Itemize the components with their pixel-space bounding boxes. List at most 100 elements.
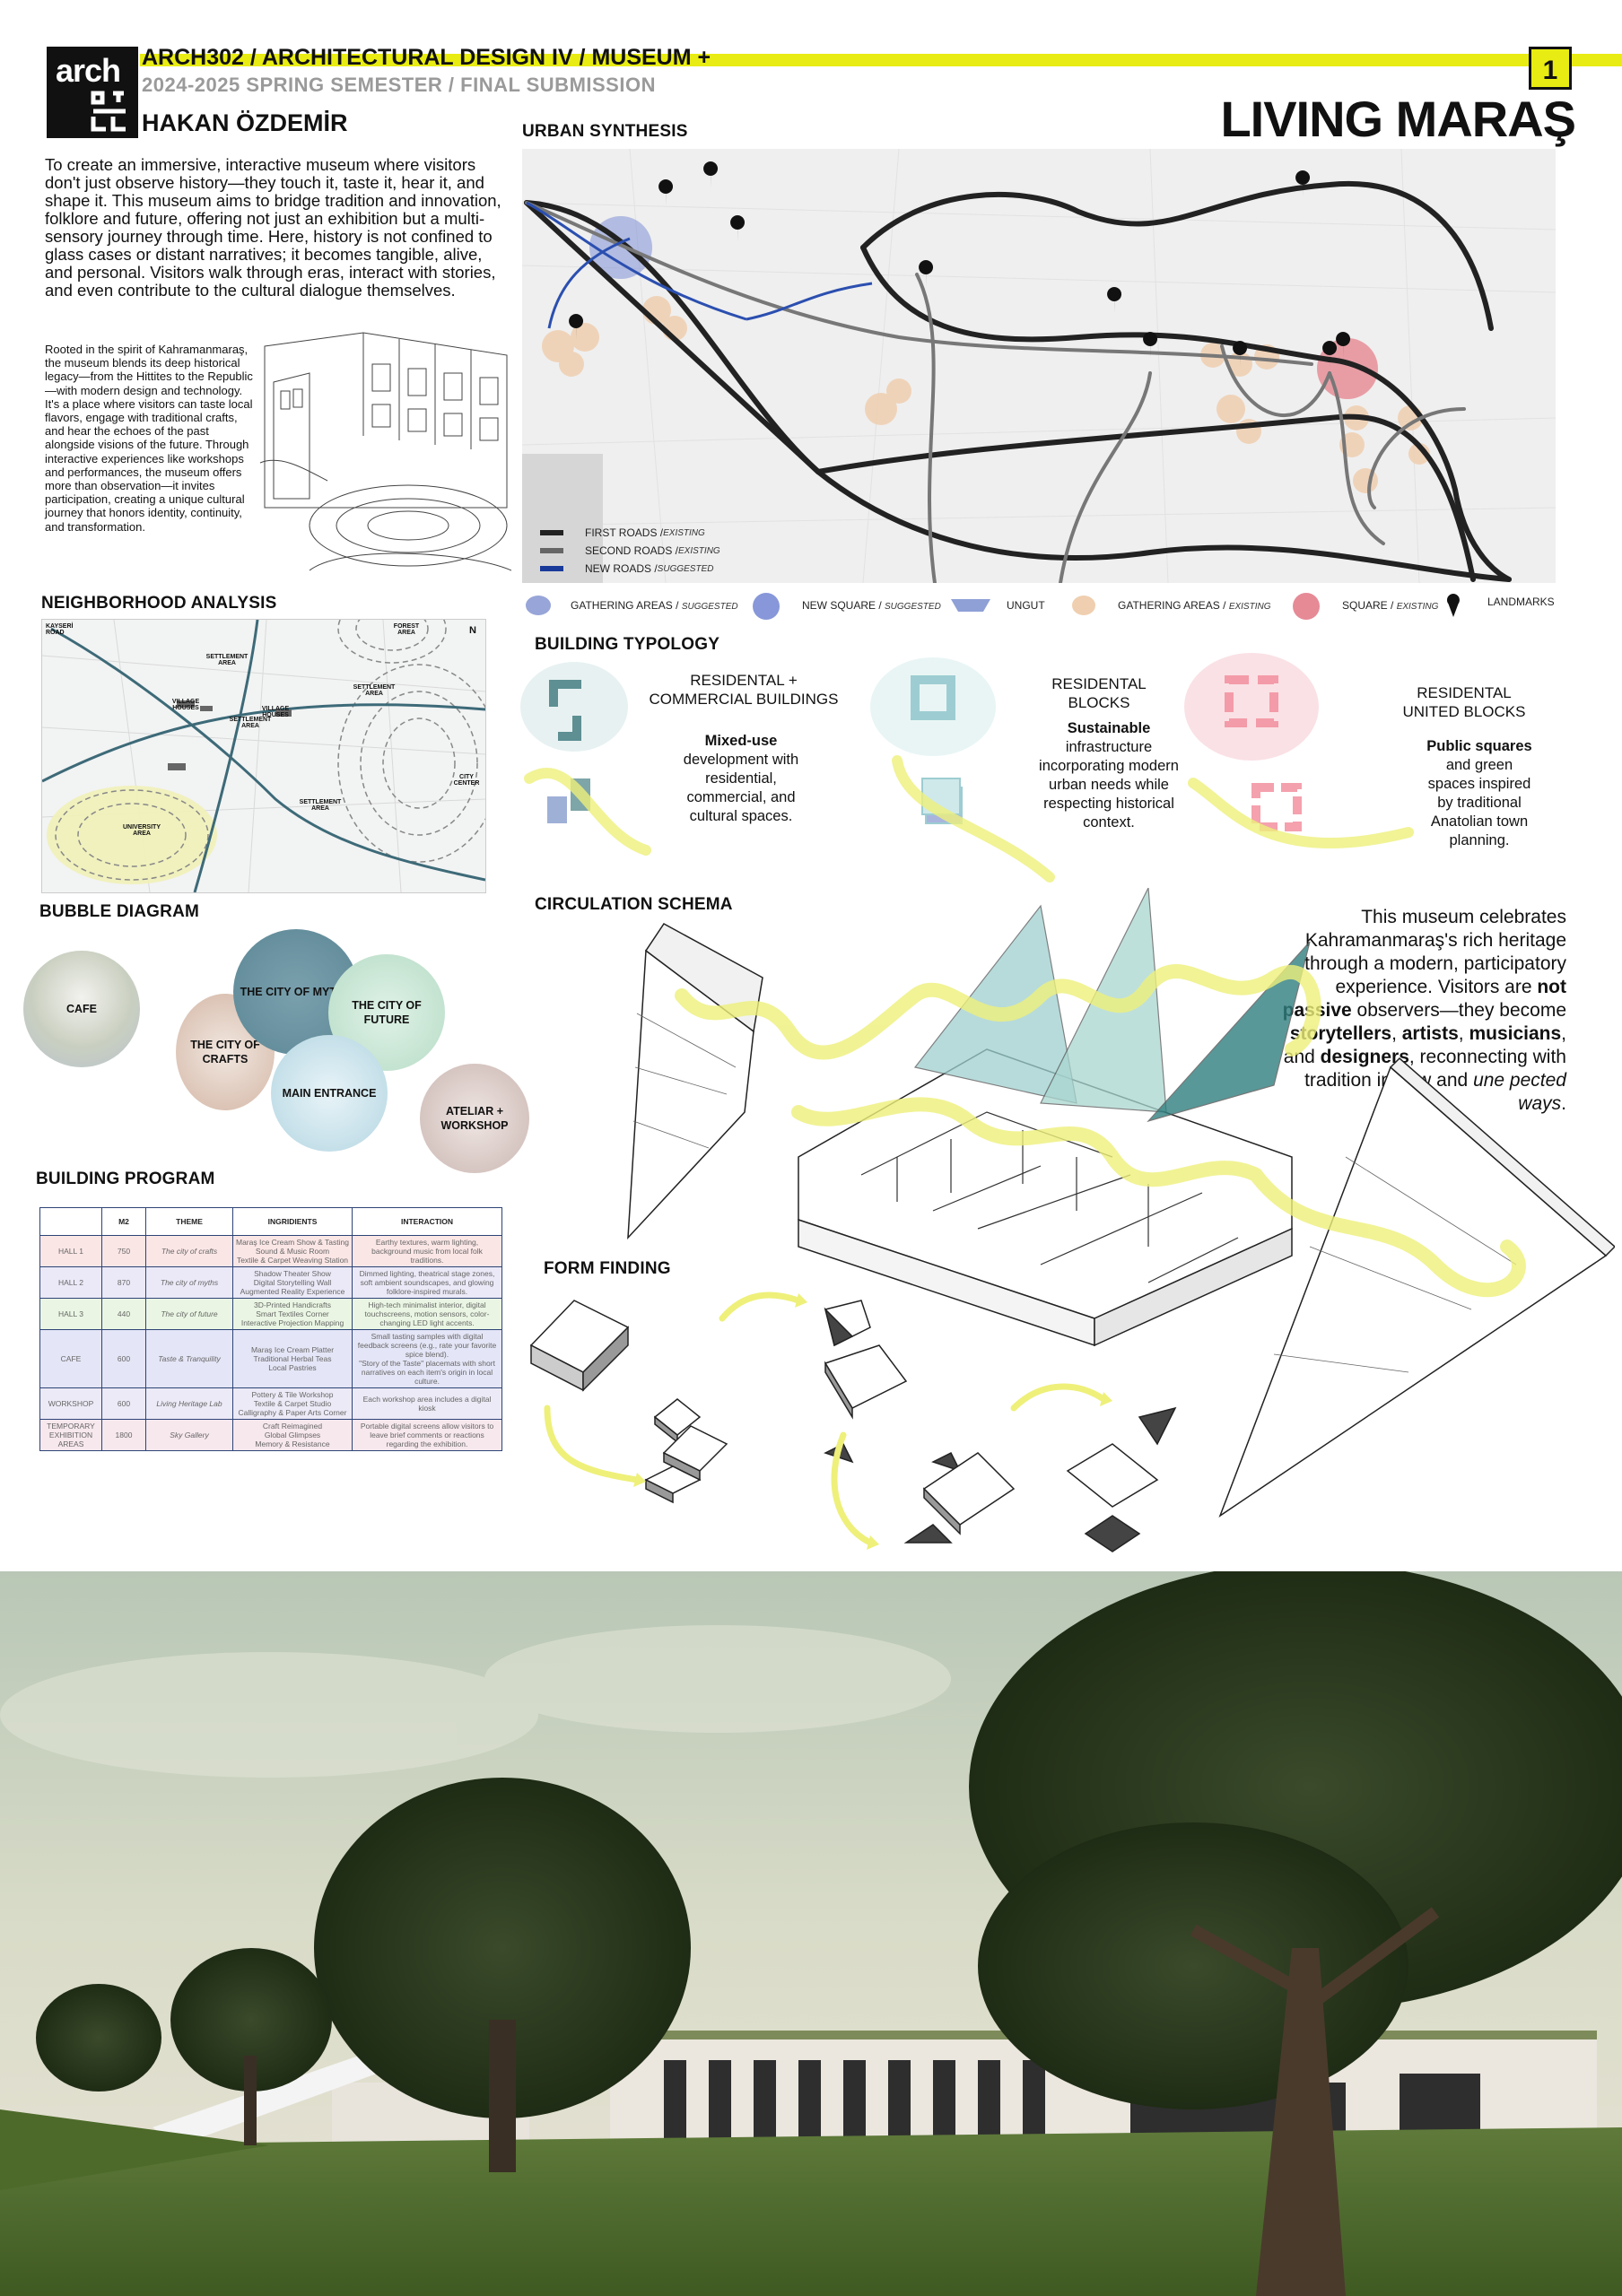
road-legend: FIRST ROADS / EXISTING SECOND ROADS / EX… xyxy=(540,524,720,578)
program-cell-m2: 440 xyxy=(101,1298,146,1330)
program-cell-theme: The city of crafts xyxy=(145,1235,233,1267)
program-cell-interaction: Dimmed lighting, theatrical stage zones,… xyxy=(352,1266,502,1299)
label-forest-area: FOREST AREA xyxy=(393,623,420,636)
ungut-icon xyxy=(951,599,990,612)
typology-bold-1: Mixed-use xyxy=(704,733,778,749)
program-cell-theme: Taste & Tranquility xyxy=(145,1329,233,1388)
label-settlement-area: SETTLEMENT AREA xyxy=(353,684,396,697)
form-finding-diagram xyxy=(529,1292,1177,1552)
legend-landmarks: LANDMARKS xyxy=(1487,596,1555,608)
program-cell-interaction: High-tech minimalist interior, digital t… xyxy=(352,1298,502,1330)
new-square-icon xyxy=(753,593,780,620)
landmark-icon xyxy=(1446,594,1460,617)
typology-desc-3: Public squares and green spaces inspired… xyxy=(1421,737,1538,850)
program-cell-name: TEMPORARY EXHIBITION AREAS xyxy=(39,1419,102,1451)
north-arrow-label: N xyxy=(469,625,476,636)
typology-body-1: development with residential, commercial… xyxy=(683,752,799,824)
circulation-axonometric xyxy=(627,888,1615,1518)
label-village-houses: VILLAGE HOUSES xyxy=(171,699,200,711)
program-cell-m2: 600 xyxy=(101,1387,146,1420)
neighborhood-map: KAYSERİ ROAD FOREST AREA SETTLEMENT AREA… xyxy=(41,594,501,893)
road-legend-label: FIRST ROADS / xyxy=(585,526,664,539)
logo-motif-icon xyxy=(91,91,126,132)
program-title: BUILDING PROGRAM xyxy=(36,1170,215,1188)
urban-map: FIRST ROADS / EXISTING SECOND ROADS / EX… xyxy=(521,148,1557,585)
road-legend-second: SECOND ROADS / EXISTING xyxy=(540,542,720,560)
program-cell-theme: Living Heritage Lab xyxy=(145,1387,233,1420)
label-settlement-area: SETTLEMENT AREA xyxy=(299,799,342,812)
neighborhood-title: NEIGHBORHOOD ANALYSIS xyxy=(41,594,277,613)
typology-diagrams xyxy=(520,653,1414,883)
program-cell-ingredients: Maraş Ice Cream Show & Tasting Sound & M… xyxy=(232,1235,353,1267)
logo-word: arch xyxy=(56,52,121,89)
road-legend-label: SECOND ROADS / xyxy=(585,544,679,557)
urban-synthesis-title: URBAN SYNTHESIS xyxy=(522,122,688,141)
program-cell-name: HALL 1 xyxy=(39,1235,102,1267)
program-cell-ingredients: Shadow Theater Show Digital Storytelling… xyxy=(232,1266,353,1299)
program-cell-theme: The city of future xyxy=(145,1298,233,1330)
arch-logo: arch xyxy=(47,47,138,138)
program-cell-interaction: Each workshop area includes a digital ki… xyxy=(352,1387,502,1420)
urban-legend: GATHERING AREAS / SUGGESTED NEW SQUARE /… xyxy=(524,592,1556,620)
program-cell-name: HALL 3 xyxy=(39,1298,102,1330)
program-cell-theme: The city of myths xyxy=(145,1266,233,1299)
typology-bold-2: Sustainable xyxy=(1067,720,1151,736)
label-university-area: UNIVERSITY AREA xyxy=(122,824,161,837)
gathering-existing-icon xyxy=(1072,596,1095,615)
program-col-header: INGRIDIENTS xyxy=(232,1207,353,1236)
legend-square: SQUARE / EXISTING xyxy=(1342,599,1439,612)
program-cell-m2: 870 xyxy=(101,1266,146,1299)
circulation-title: CIRCULATION SCHEMA xyxy=(535,895,733,914)
bubble-ateliar-workshop: ATELIAR + WORKSHOP xyxy=(420,1064,529,1173)
bubble-cafe: CAFE xyxy=(23,951,140,1067)
road-legend-tag: EXISTING xyxy=(663,527,705,538)
legend-ungut: UNGUT xyxy=(1007,599,1045,612)
program-cell-ingredients: Craft Reimagined Global Glimpses Memory … xyxy=(232,1419,353,1451)
circulation-text-part: observers—they become xyxy=(1351,1000,1566,1021)
program-col-header: INTERACTION xyxy=(352,1207,502,1236)
circulation-text-part: musicians xyxy=(1469,1023,1562,1044)
semester-label: 2024-2025 SPRING SEMESTER / FINAL SUBMIS… xyxy=(142,74,656,96)
square-icon xyxy=(1293,593,1320,620)
legend-gathering-suggested: GATHERING AREAS / SUGGESTED xyxy=(571,599,738,612)
road-legend-tag: EXISTING xyxy=(678,545,720,556)
gathering-suggested-icon xyxy=(526,596,551,615)
typology-name-2: RESIDENTAL BLOCKS xyxy=(1051,675,1147,711)
program-cell-name: WORKSHOP xyxy=(39,1387,102,1420)
program-col-header xyxy=(39,1207,102,1236)
program-cell-theme: Sky Gallery xyxy=(145,1419,233,1451)
road-legend-tag: SUGGESTED xyxy=(657,563,714,574)
label-village-houses: VILLAGE HOUSES xyxy=(261,706,290,718)
program-header-row: M2 THEME INGRIDIENTS INTERACTION xyxy=(39,1207,502,1236)
program-cell-interaction: Earthy textures, warm lighting, backgrou… xyxy=(352,1235,502,1267)
program-cell-interaction: Small tasting samples with digital feedb… xyxy=(352,1329,502,1388)
circulation-text-part: artists xyxy=(1401,1023,1459,1044)
author-name: HAKAN ÖZDEMİR xyxy=(142,109,348,136)
context-paragraph: Rooted in the spirit of Kahramanmaraş, t… xyxy=(45,343,253,534)
museum-sketch xyxy=(259,332,511,571)
road-legend-first: FIRST ROADS / EXISTING xyxy=(540,524,720,542)
typology-name-1: RESIDENTAL + COMMERCIAL BUILDINGS xyxy=(649,672,839,708)
label-kayseri-road: KAYSERİ ROAD xyxy=(46,623,74,636)
label-city-center: CITY CENTER xyxy=(453,774,480,787)
circulation-text-part: une pected ways xyxy=(1473,1070,1566,1114)
typology-bold-3: Public squares xyxy=(1426,738,1532,754)
typology-body-2: infrastructure incorporating modern urba… xyxy=(1039,739,1179,831)
circulation-text-part: designers xyxy=(1320,1047,1409,1067)
typology-desc-2: Sustainable infrastructure incorporating… xyxy=(1037,719,1181,832)
header-accent-bar xyxy=(140,54,1622,66)
program-cell-name: HALL 2 xyxy=(39,1266,102,1299)
legend-gathering-existing: GATHERING AREAS / EXISTING xyxy=(1118,599,1271,612)
program-col-header: THEME xyxy=(145,1207,233,1236)
circulation-text-part: This museum celebrates Kahramanmaraş's r… xyxy=(1304,907,1566,997)
program-cell-m2: 600 xyxy=(101,1329,146,1388)
project-title: LIVING MARAŞ xyxy=(1220,91,1576,147)
typology-desc-1: Mixed-use development with residential, … xyxy=(669,732,813,826)
bubble-diagram: CAFE THE CITY OF CRAFTS THE CITY OF MYTH… xyxy=(18,924,547,1173)
page-number: 1 xyxy=(1529,47,1572,90)
